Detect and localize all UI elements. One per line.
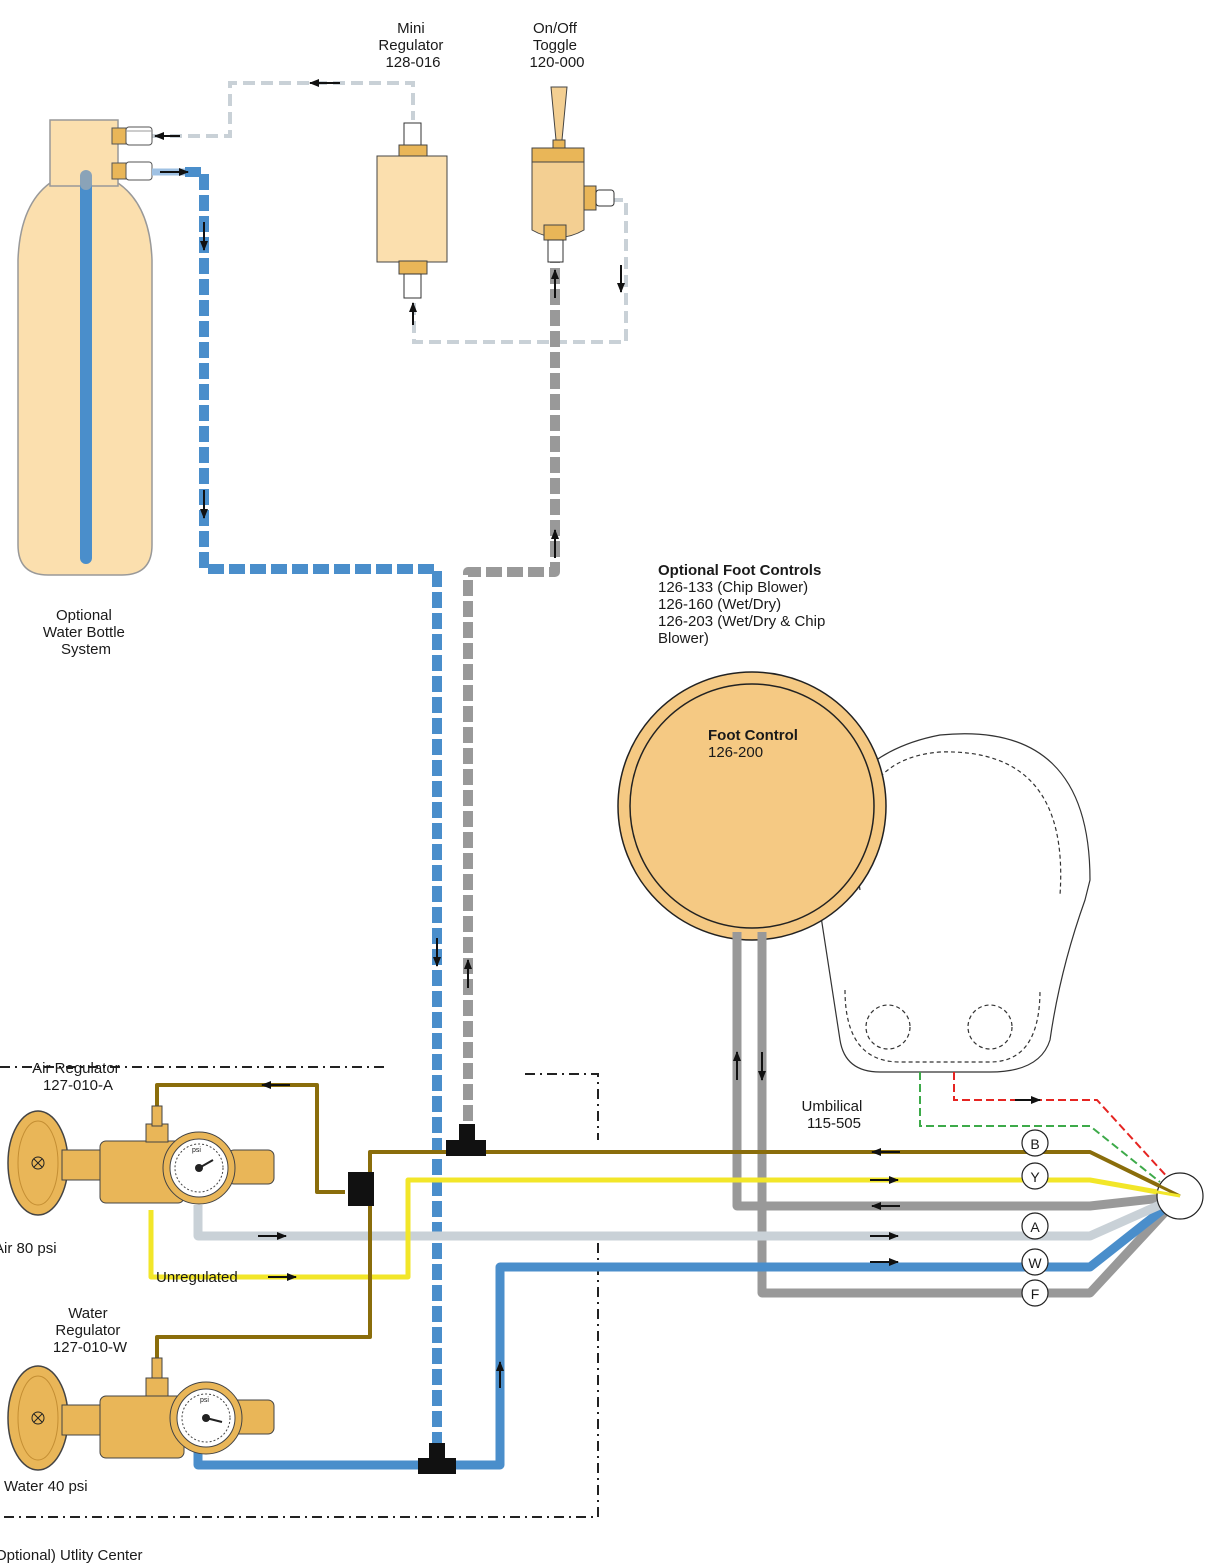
line-tag-a: A xyxy=(1021,1212,1049,1240)
line-tag-f: F xyxy=(1021,1279,1049,1307)
svg-text:A: A xyxy=(1030,1219,1040,1235)
flow-arrows-water xyxy=(160,168,441,967)
bottle-fitting-air xyxy=(111,126,153,146)
air-regulator-part: 127-010-A xyxy=(43,1077,113,1094)
mini-regulator-name-line2: Regulator xyxy=(378,37,443,54)
water-regulator: psi xyxy=(7,1357,275,1471)
optional-foot-controls: Optional Foot Controls 126-133 (Chip Blo… xyxy=(658,562,829,647)
water-regulator-name-line2: Regulator xyxy=(55,1322,120,1339)
air-regulator: psi xyxy=(7,1105,275,1216)
umbilical-part: 115-505 xyxy=(807,1115,861,1132)
water-gauge-unit: psi xyxy=(200,1397,209,1404)
bottle-fitting-water xyxy=(111,161,153,181)
mini-regulator xyxy=(376,122,448,299)
line-tag-b: B xyxy=(1021,1129,1049,1157)
umbilical-convergence xyxy=(1089,1150,1181,1198)
water-line-dashed xyxy=(152,167,442,1445)
labels: Mini Regulator 128-016 On/Off Toggle 120… xyxy=(0,20,866,1564)
toggle-part: 120-000 xyxy=(529,54,584,71)
unregulated-label: Unregulated xyxy=(156,1269,238,1286)
toggle-name-line1: On/Off xyxy=(533,20,578,37)
svg-text:B: B xyxy=(1030,1136,1039,1152)
water-regulator-name-line1: Water xyxy=(68,1305,107,1322)
svg-text:F: F xyxy=(1031,1286,1040,1302)
water-bottle xyxy=(17,119,153,576)
toggle-name-line2: Toggle xyxy=(533,37,577,54)
air-regulator-name: Air Regulator xyxy=(32,1060,120,1077)
main-tubing xyxy=(148,932,1184,1470)
air-line-light-dashed xyxy=(152,81,628,344)
line-tag-y: Y xyxy=(1021,1162,1049,1190)
electrical-wires xyxy=(919,1072,1171,1183)
foot-control-part: 126-200 xyxy=(708,744,763,761)
air-pressure-label: Air 80 psi xyxy=(0,1240,57,1257)
air-gauge-unit: psi xyxy=(192,1147,201,1154)
svg-text:Y: Y xyxy=(1030,1169,1040,1185)
svg-text:W: W xyxy=(1028,1255,1042,1271)
air-regulator-label: Air Regulator 127-010-A xyxy=(32,1060,124,1094)
water-bottle-label: Optional Water Bottle System xyxy=(43,607,129,658)
flow-arrows-air-dashed xyxy=(464,269,559,988)
water-regulator-label: Water Regulator 127-010-W xyxy=(53,1305,128,1356)
toggle-label: On/Off Toggle 120-000 xyxy=(529,20,584,71)
mini-regulator-part: 128-016 xyxy=(385,54,440,71)
foot-control-name: Foot Control xyxy=(708,727,798,744)
water-bottle-line1: Optional xyxy=(56,607,112,624)
line-tags: B Y A W F xyxy=(1021,1129,1049,1307)
foot-control-body xyxy=(617,671,887,941)
air-line-dashed xyxy=(463,262,560,1142)
optional-foot-controls-item: Blower) xyxy=(658,630,709,647)
water-pressure-label: Water 40 psi xyxy=(4,1478,88,1495)
utility-center-label: (Optional) Utlity Center xyxy=(0,1547,143,1564)
umbilical-label: Umbilical 115-505 xyxy=(801,1098,866,1132)
foot-control-label: Foot Control 126-200 xyxy=(708,727,802,761)
optional-foot-controls-title: Optional Foot Controls xyxy=(658,562,821,579)
mini-regulator-name-line1: Mini xyxy=(397,20,425,37)
water-regulator-part: 127-010-W xyxy=(53,1339,128,1356)
flow-arrows-top xyxy=(154,79,625,325)
mini-regulator-label: Mini Regulator 128-016 xyxy=(378,20,447,71)
line-tag-w: W xyxy=(1021,1248,1049,1276)
umbilical-name: Umbilical xyxy=(801,1098,862,1115)
optional-foot-controls-item: 126-133 (Chip Blower) xyxy=(658,579,808,596)
tee-fittings xyxy=(348,1124,486,1474)
utility-center-boundary xyxy=(0,1066,599,1518)
optional-foot-controls-item: 126-160 (Wet/Dry) xyxy=(658,596,781,613)
flow-arrows-main xyxy=(258,1051,1041,1388)
optional-foot-controls-item: 126-203 (Wet/Dry & Chip xyxy=(658,613,825,630)
water-bottle-line2: Water Bottle xyxy=(43,624,125,641)
water-bottle-line3: System xyxy=(61,641,111,658)
on-off-toggle xyxy=(531,86,615,263)
